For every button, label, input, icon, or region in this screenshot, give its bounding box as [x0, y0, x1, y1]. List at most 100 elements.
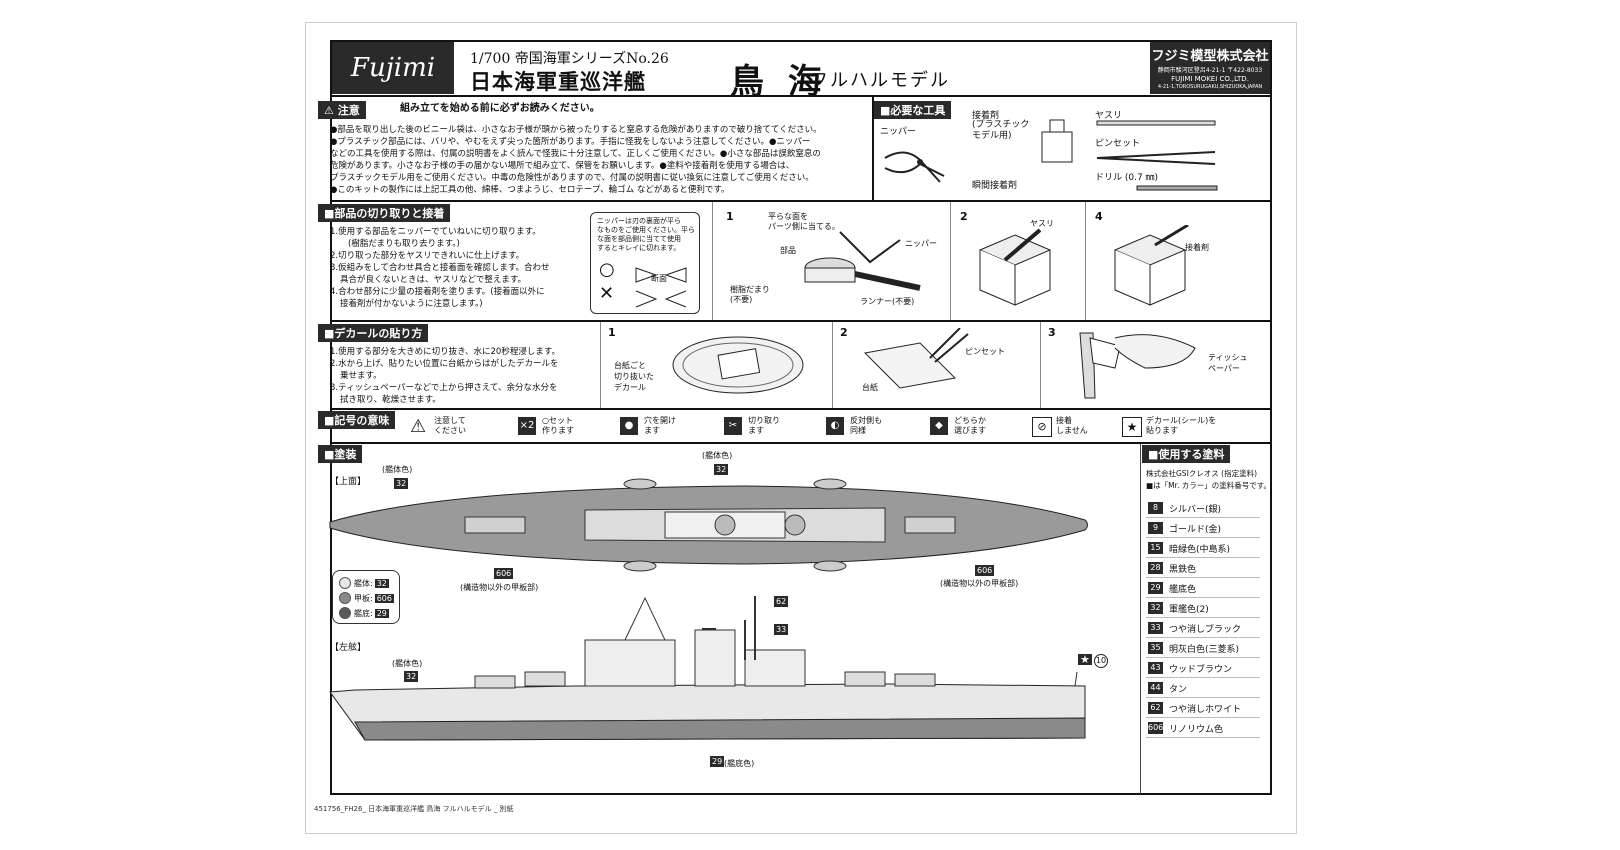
paint-row: 43 ウッドブラウン: [1148, 660, 1258, 676]
cut-step-1-runner: ランナー(不要): [860, 297, 915, 306]
paint-name: 軍艦色(2): [1169, 604, 1209, 615]
blade-section-icon: [635, 267, 687, 308]
paint-row-divider: [1146, 537, 1260, 538]
no-glue-icon: ⊘: [1032, 417, 1052, 437]
sanding-illustration: [978, 228, 1052, 306]
paint-code: 43: [1148, 662, 1163, 674]
section-divider: [330, 320, 1272, 322]
wrong-icon: ✕: [599, 283, 615, 304]
symbol-text: 切り取り ます: [748, 416, 780, 435]
warning-icon: ⚠: [410, 416, 427, 437]
paint-row-divider: [1146, 677, 1260, 678]
paint-code-tag: 62: [774, 596, 789, 607]
caution-line: ●このキットの製作には上記工具の他、綿棒、つまようじ、セロテープ、輪ゴム などが…: [330, 185, 730, 195]
decal-step: 2.水から上げ、貼りたい位置に台紙からはがしたデカールを: [330, 359, 559, 369]
symbols-heading: ■記号の意味: [318, 411, 396, 429]
paint-row-divider: [1146, 697, 1260, 698]
paint-row-divider: [1146, 657, 1260, 658]
decal-heading: ■デカールの貼り方: [318, 324, 429, 342]
footer: 451756_FH26_ 日本海軍重巡洋艦 鳥海 フルハルモデル _ 別紙: [314, 805, 514, 813]
paint-code: 29: [1148, 582, 1163, 594]
paint-code-tag: 606: [975, 565, 995, 576]
paint-code: 28: [1148, 562, 1163, 574]
tools-heading-text: 必要な工具: [890, 104, 946, 117]
paint-name: つや消しブラック: [1169, 624, 1242, 635]
nipper-note: ニッパーは刃の裏面が平ら なものをご使用ください。平ら な面を部品側に当てて使用…: [597, 217, 695, 252]
deck-label: (構造物以外の甲板部): [460, 583, 539, 592]
paint-code: 32: [1148, 602, 1163, 614]
series-scale: 1/700 帝国海軍シリーズNo.26: [470, 51, 669, 67]
decal-step: 拭き取り、乾燥させます。: [340, 395, 441, 405]
cutting-steps: 1.使用する部品をニッパーでていねいに切り取ります。 (樹脂だまりも取り去ります…: [330, 226, 550, 310]
paint-code: 15: [1148, 542, 1163, 554]
cut-step-2-number: 2: [960, 210, 968, 223]
decal-step: 3.ティッシュペーパーなどで上から押さえて、余分な水分を: [330, 383, 558, 393]
paint-row-divider: [1146, 517, 1260, 518]
paint-row: 15 暗緑色(中島系): [1148, 540, 1258, 556]
instant-glue-label: 瞬間接着剤: [972, 181, 1018, 191]
paint-code-tag: 29: [710, 756, 725, 767]
paint-code-tag: 32: [394, 478, 409, 489]
decal-number: 10: [1094, 654, 1108, 668]
file-icon: [1096, 120, 1216, 126]
paint-name: ウッドブラウン: [1169, 664, 1233, 675]
paint-code: 9: [1148, 522, 1163, 534]
decal-step-1-label: 台紙ごと 切り抜いた デカール: [614, 361, 654, 392]
caution-heading: ⚠ 注意: [318, 101, 366, 119]
paint-code: 606: [1148, 722, 1164, 734]
symbol-text: どちらか 選びます: [954, 416, 986, 435]
cutting-divider: [1085, 202, 1086, 320]
legend-code: 32: [374, 578, 389, 588]
correct-icon: ○: [599, 259, 615, 280]
decal-step-3-tissue: ティッシュ ペーパー: [1208, 353, 1248, 373]
decal-step-2-tweezers: ピンセット: [965, 347, 1005, 356]
cut-icon: ✂: [724, 417, 742, 435]
same-opposite-icon: ◐: [826, 417, 844, 435]
tissue-press-illustration: [1079, 332, 1196, 399]
side-view-ship: [329, 596, 1086, 741]
legend-label: 艦体:: [354, 578, 373, 588]
symbol-text: 接着 しません: [1056, 416, 1088, 435]
cutting-step: 3.仮組みをして合わせ具合と接着面を確認します。合わせ: [330, 263, 550, 273]
caution-body: ●部品を取り出した後のビニール袋は、小さなお子様が頭から被ったりすると窒息する危…: [330, 124, 822, 196]
cut-step-1-note: 平らな面を パーツ側に当てる。: [768, 212, 840, 231]
glue-label: 接着剤: [972, 111, 1000, 121]
paint-name: 暗緑色(中島系): [1169, 544, 1231, 555]
drill-label: ドリル (0.7 ㎜): [1095, 173, 1159, 183]
cut-step-1-nipper: ニッパー: [905, 239, 937, 248]
hull-color-label: (艦体色): [702, 451, 733, 460]
painting-heading: ■塗装: [318, 445, 363, 463]
cutting-step: 1.使用する部品をニッパーでていねいに切り取ります。: [330, 227, 541, 237]
hull-color-label: (艦体色): [382, 465, 413, 474]
caution-line: ●プラスチック部品には、バリや、やむをえず尖った箇所があります。手指に怪我をしな…: [330, 137, 811, 147]
cut-step-4-glue: 接着剤: [1185, 243, 1209, 252]
decal-heading-text: デカールの貼り方: [334, 327, 423, 340]
legend-code: 606: [374, 593, 394, 603]
decal-step-2-sheet: 台紙: [862, 383, 878, 392]
paint-row-divider: [1146, 637, 1260, 638]
bottom-label: (艦底色): [724, 759, 755, 768]
paint-code: 33: [1148, 622, 1163, 634]
paint-code: 62: [1148, 702, 1163, 714]
symbol-text: ○セット 作ります: [542, 416, 574, 435]
paint-name: ゴールド(金): [1169, 524, 1222, 535]
legend-item: 艦体:32: [339, 577, 389, 589]
cut-step-1-number: 1: [726, 210, 734, 223]
paint-name: タン: [1169, 684, 1188, 695]
caution-heading-text: 注意: [337, 104, 360, 117]
paint-name: シルバー(銀): [1169, 504, 1222, 515]
drill-hole-icon: ●: [620, 417, 638, 435]
cut-step-2-file: ヤスリ: [1030, 219, 1054, 228]
decal-step-3-number: 3: [1048, 326, 1056, 339]
decal-divider: [600, 322, 601, 410]
nipper-tip-box: ニッパーは刃の裏面が平ら なものをご使用ください。平ら な面を部品側に当てて使用…: [590, 212, 700, 314]
legend-item: 艦底:29: [339, 607, 389, 619]
paints-note: ■は「Mr. カラー」の塗料番号です。: [1146, 481, 1271, 490]
paint-code-tag: 33: [774, 624, 789, 635]
paint-row: 9 ゴールド(金): [1148, 520, 1258, 536]
